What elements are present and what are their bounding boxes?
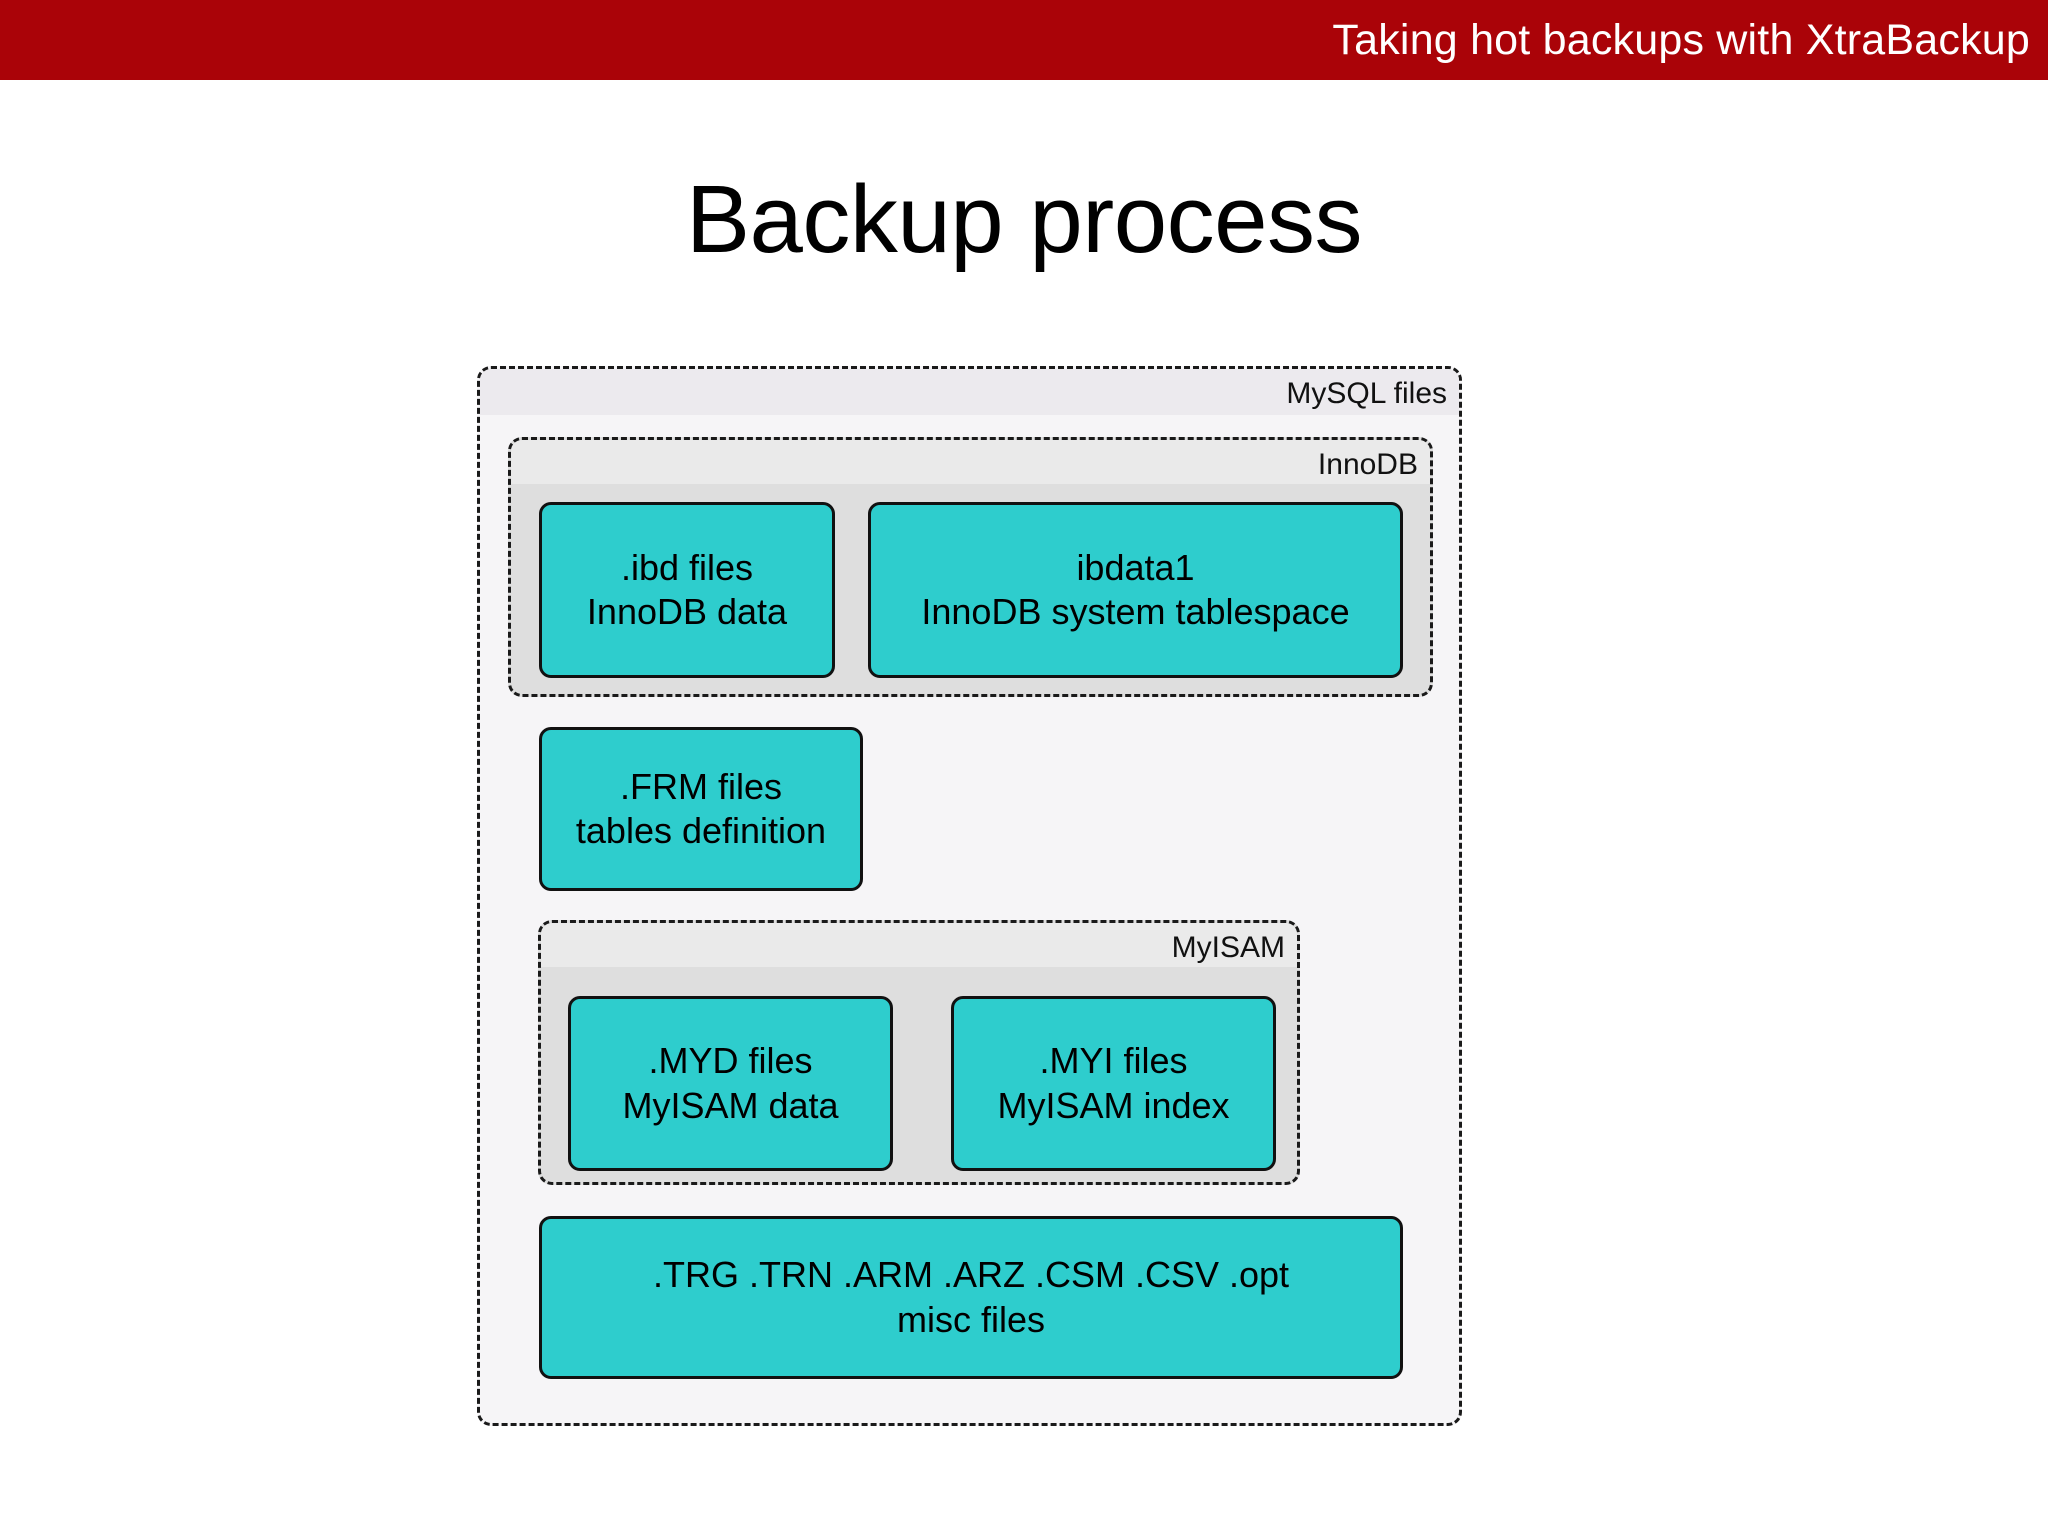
node-misc-line1: .TRG .TRN .ARM .ARZ .CSM .CSV .opt <box>652 1254 1290 1296</box>
node-myi-line1: .MYI files <box>1039 1040 1188 1082</box>
node-myi-line2: MyISAM index <box>997 1084 1230 1126</box>
node-misc-files: .TRG .TRN .ARM .ARZ .CSM .CSV .opt misc … <box>539 1216 1403 1379</box>
node-ibd-line1: .ibd files <box>620 546 754 588</box>
node-ibdata1-line1: ibdata1 <box>1076 546 1195 588</box>
page-title: Backup process <box>685 166 1363 273</box>
node-myd-files: .MYD files MyISAM data <box>568 996 893 1171</box>
node-myd-line1: .MYD files <box>648 1040 813 1082</box>
header-title: Taking hot backups with XtraBackup <box>1332 15 2030 64</box>
node-ibdata1: ibdata1 InnoDB system tablespace <box>868 502 1403 678</box>
node-ibd-line2: InnoDB data <box>586 591 788 632</box>
node-ibd-files: .ibd files InnoDB data <box>539 502 835 678</box>
node-myi-files: .MYI files MyISAM index <box>951 996 1276 1171</box>
node-ibdata1-line2: InnoDB system tablespace <box>921 591 1350 632</box>
group-label-myisam: MyISAM <box>541 923 1297 967</box>
group-label-mysql-files: MySQL files <box>480 369 1459 415</box>
slide-header-bar: Taking hot backups with XtraBackup <box>0 0 2048 80</box>
group-label-innodb: InnoDB <box>511 440 1430 484</box>
node-frm-line2: tables definition <box>575 810 827 851</box>
node-misc-line2: misc files <box>896 1298 1045 1340</box>
node-frm-line1: .FRM files <box>620 765 782 807</box>
node-myd-line2: MyISAM data <box>622 1084 839 1126</box>
node-frm-files: .FRM files tables definition <box>539 727 863 891</box>
